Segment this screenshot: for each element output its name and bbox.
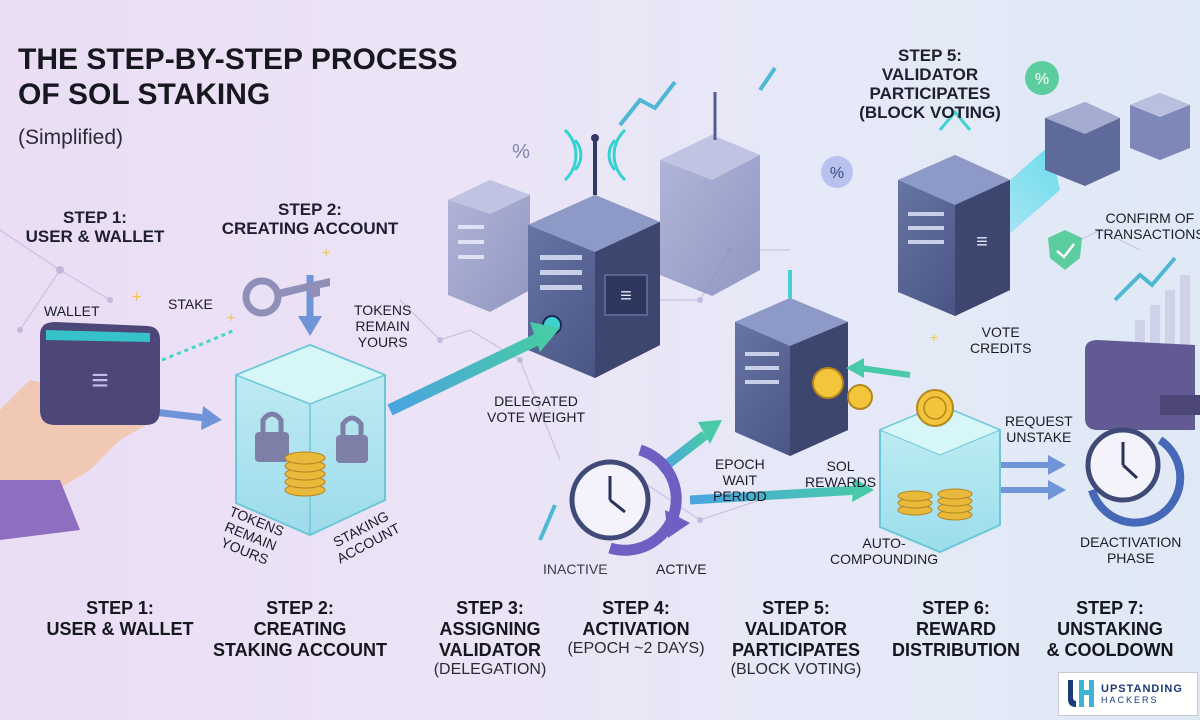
svg-text:≡: ≡ (620, 285, 632, 307)
svg-text:+: + (322, 244, 330, 260)
svg-text:≡: ≡ (976, 231, 988, 253)
clock-icon-activation (569, 444, 690, 556)
coin-stack-rewards (897, 488, 973, 521)
clock-icon-cooldown (1085, 427, 1185, 527)
server-icon-ghost-2 (660, 92, 760, 296)
wallet-icon: ≡ (40, 322, 160, 425)
page-title: THE STEP-BY-STEP PROCESS OF SOL STAKING (18, 42, 458, 113)
sparkle-icons: + + + + (132, 244, 938, 345)
top-label-step1: STEP 1: USER & WALLET (25, 208, 165, 247)
bar-graphic (1135, 275, 1190, 350)
logo-word-1: UPSTANDING (1101, 683, 1183, 695)
svg-text:+: + (227, 309, 235, 325)
server-icon-ghost-1 (448, 180, 530, 312)
label-wallet: WALLET (44, 303, 100, 319)
svg-text:%: % (1035, 71, 1049, 88)
reward-box (878, 403, 1002, 554)
title-line-1: THE STEP-BY-STEP PROCESS (18, 43, 458, 76)
top-label-step2: STEP 2: CREATING ACCOUNT (221, 200, 399, 239)
brand-logo: UPSTANDING HACKERS (1058, 672, 1198, 716)
svg-text:≡: ≡ (91, 364, 109, 397)
wallet-icon-unstake (1085, 340, 1200, 430)
svg-text:+: + (930, 329, 938, 345)
server-icon-voting: ≡ (898, 109, 1010, 316)
server-icon-rewards (735, 270, 848, 456)
stake-beam (161, 328, 236, 362)
lock-icon (255, 411, 368, 463)
svg-text:%: % (512, 141, 530, 163)
ledger-blocks (1045, 93, 1190, 186)
percent-icon: % % % (512, 61, 1059, 188)
label-active: ACTIVE (656, 561, 707, 577)
top-label-step5: STEP 5: VALIDATOR PARTICIPATES (BLOCK VO… (859, 46, 1001, 123)
step-caption-1: STEP 1:USER & WALLET (46, 598, 194, 639)
label-stake: STAKE (168, 296, 213, 312)
flow-arrows (119, 275, 1066, 505)
label-auto-compounding: AUTO-COMPOUNDING (830, 535, 939, 568)
logo-word-2: HACKERS (1101, 695, 1159, 705)
step-caption-4: STEP 4:ACTIVATION (EPOCH ~2 DAYS) (567, 598, 705, 657)
staking-account-box (233, 343, 388, 537)
page-subtitle: (Simplified) (18, 126, 124, 149)
key-icon (242, 277, 330, 317)
step-caption-7: STEP 7:UNSTAKING& COOLDOWN (1046, 598, 1174, 660)
svg-text:%: % (830, 165, 844, 182)
title-line-2: OF SOL STAKING (18, 78, 271, 112)
coin-stack (284, 451, 326, 497)
label-inactive: INACTIVE (543, 561, 608, 577)
svg-text:+: + (132, 289, 141, 306)
trend-arrow-icon (538, 66, 1177, 541)
shield-check-icon (1048, 230, 1082, 270)
logo-mark-icon (1068, 680, 1094, 707)
coin-icon (812, 367, 954, 427)
